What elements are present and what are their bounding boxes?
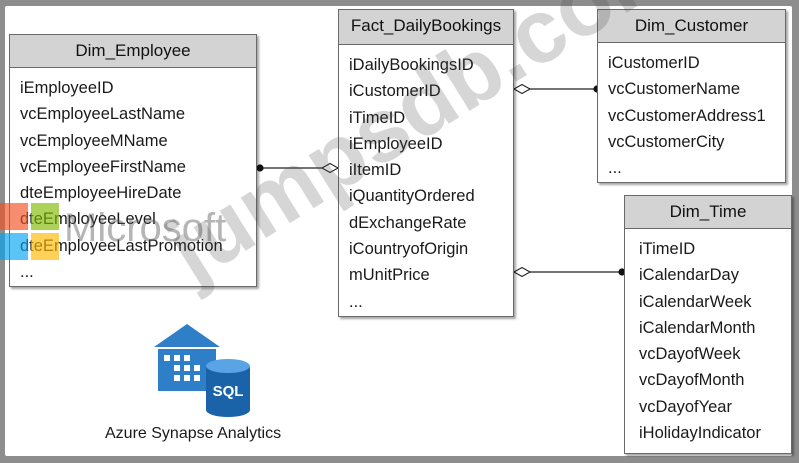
field: vcEmployeeFirstName [20,157,186,176]
table-title: Dim_Time [625,196,791,229]
field: vcDayofWeek [639,345,741,364]
field: vcDayofYear [639,397,732,416]
time-end-dot [618,268,626,276]
field: iCustomerID [349,82,441,101]
fact-customer-diamond [512,83,532,95]
fact-time-diamond [512,266,532,278]
field: iCountryofOrigin [349,240,469,259]
field: vcCustomerCity [608,132,725,151]
field: iQuantityOrdered [349,187,475,206]
table-title: Dim_Employee [10,35,256,68]
field: ... [608,159,622,178]
warehouse-sql-icon: SQL [154,324,250,417]
table-title: Fact_DailyBookings [339,10,513,45]
microsoft-logo-icon [0,203,59,260]
field: iHolidayIndicator [639,424,761,443]
field: vcCustomerName [608,80,741,99]
field: vcCustomerAddress1 [608,106,766,125]
field: iEmployeeID [20,79,114,97]
fact-employee-diamond [320,162,340,174]
table-fact-daily-bookings: Fact_DailyBookings iDailyBookingsID iCus… [338,9,514,317]
field-list: iCustomerID vcCustomerName vcCustomerAdd… [598,43,785,181]
field: ... [349,292,363,311]
field-list: iDailyBookingsID iCustomerID iTimeID iEm… [339,45,513,315]
microsoft-watermark: Microsoft [64,206,227,250]
field: iTimeID [639,240,696,258]
employee-end-dot [256,164,264,172]
field: vcDayofMonth [639,371,745,390]
field: iItemID [349,161,402,180]
table-title: Dim_Customer [598,10,785,43]
field: vcEmployeeLastName [20,105,186,124]
field: iEmployeeID [349,134,443,153]
table-dim-customer: Dim_Customer iCustomerID vcCustomerName … [597,9,786,183]
field: iCalendarDay [639,266,739,285]
field: vcEmployeeMName [20,131,168,150]
field: iCalendarMonth [639,318,756,337]
field: iCalendarWeek [639,292,752,311]
field: dteEmployeeLastPromotion [20,236,223,255]
field-list: iTimeID iCalendarDay iCalendarWeek iCale… [625,229,791,446]
field: mUnitPrice [349,266,430,285]
table-dim-time: Dim_Time iTimeID iCalendarDay iCalendarW… [624,195,792,454]
field: iTimeID [349,108,406,127]
field: iDailyBookingsID [349,56,474,74]
sql-label: SQL [213,383,244,400]
product-caption: Azure Synapse Analytics [105,425,282,442]
field: dteEmployeeHireDate [20,184,182,203]
field: iCustomerID [608,54,700,72]
field: dExchangeRate [349,213,467,232]
field: ... [20,263,34,282]
